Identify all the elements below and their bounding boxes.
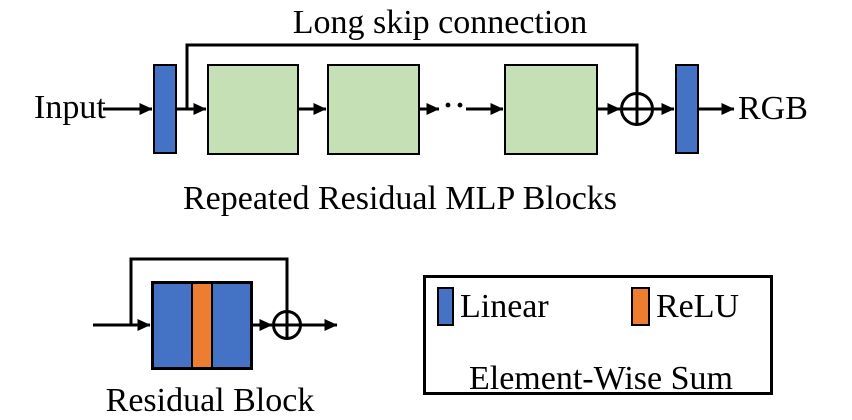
pipeline-caption: Repeated Residual MLP Blocks xyxy=(182,180,618,217)
mlp-block-3 xyxy=(504,64,598,155)
mlp-block-1 xyxy=(207,64,299,155)
linear-swatch-icon xyxy=(437,287,454,326)
legend-linear-label: Linear xyxy=(460,288,549,325)
linear-sub-block-left xyxy=(154,284,191,367)
long-skip-connection-line xyxy=(185,43,639,109)
relu-swatch-icon xyxy=(631,287,650,326)
element-wise-sum-icon xyxy=(620,92,654,126)
ellipsis-dots: ·· xyxy=(442,89,468,122)
legend-relu-label: ReLU xyxy=(656,288,740,325)
input-label: Input xyxy=(34,89,106,126)
long-skip-connection-label: Long skip connection xyxy=(292,4,588,41)
legend-box: Linear ReLU Element-Wise Sum xyxy=(423,275,773,397)
main-pipeline-arrows xyxy=(103,43,735,115)
relu-sub-block xyxy=(191,284,213,367)
linear-block-2 xyxy=(675,64,699,154)
rgb-output-label: RGB xyxy=(738,90,808,127)
linear-sub-block-right xyxy=(213,284,250,367)
linear-block-1 xyxy=(153,64,177,154)
element-wise-sum-icon xyxy=(272,310,302,340)
residual-detail-arrows xyxy=(93,257,338,331)
residual-block-detail xyxy=(151,281,253,370)
short-skip-connection-line xyxy=(129,257,289,325)
mlp-block-2 xyxy=(327,64,420,155)
legend-sum-label: Element-Wise Sum xyxy=(469,360,733,397)
residual-block-caption: Residual Block xyxy=(105,382,315,419)
